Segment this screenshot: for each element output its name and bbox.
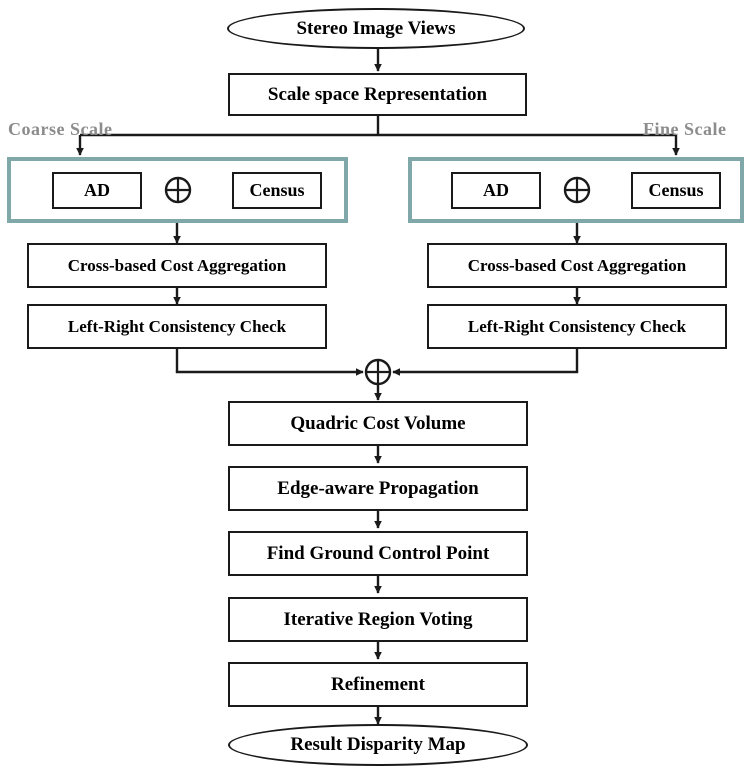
node-cross-based-cost-aggregation-coarse[interactable]: Cross-based Cost Aggregation — [27, 243, 327, 288]
plus-circle-icon-fine — [563, 176, 591, 204]
node-refinement[interactable]: Refinement — [228, 662, 528, 707]
node-cross-based-cost-aggregation-fine[interactable]: Cross-based Cost Aggregation — [427, 243, 727, 288]
node-census-fine[interactable]: Census — [631, 172, 721, 209]
node-stereo-image-views[interactable]: Stereo Image Views — [227, 8, 525, 49]
node-find-ground-control-point[interactable]: Find Ground Control Point — [228, 531, 528, 576]
node-census-coarse[interactable]: Census — [232, 172, 322, 209]
node-left-right-consistency-check-fine[interactable]: Left-Right Consistency Check — [427, 304, 727, 349]
node-result-disparity-map[interactable]: Result Disparity Map — [228, 724, 528, 766]
node-scale-space-representation[interactable]: Scale space Representation — [228, 73, 527, 116]
node-quadric-cost-volume[interactable]: Quadric Cost Volume — [228, 401, 528, 446]
node-ad-fine[interactable]: AD — [451, 172, 541, 209]
fine-scale-label: Fine Scale — [643, 119, 727, 139]
coarse-scale-label: Coarse Scale — [8, 119, 113, 139]
node-ad-coarse[interactable]: AD — [52, 172, 142, 209]
node-left-right-consistency-check-coarse[interactable]: Left-Right Consistency Check — [27, 304, 327, 349]
node-edge-aware-propagation[interactable]: Edge-aware Propagation — [228, 466, 528, 511]
plus-circle-icon-coarse — [164, 176, 192, 204]
plus-circle-icon-merge — [364, 358, 392, 386]
node-iterative-region-voting[interactable]: Iterative Region Voting — [228, 597, 528, 642]
